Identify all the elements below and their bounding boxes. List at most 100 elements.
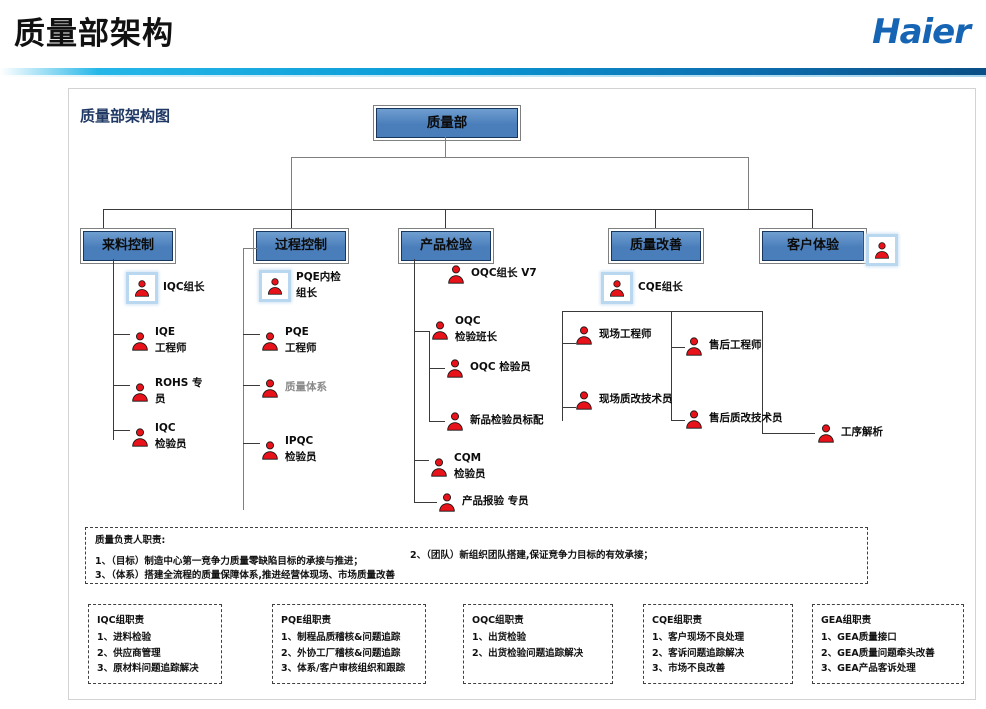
person-icon — [260, 331, 280, 351]
duty-box-oqc: OQC组职责 1、出货检验 2、出货检验问题追踪解决 — [463, 604, 613, 684]
person-iqe-engineer[interactable]: IQE 工程师 — [130, 325, 187, 357]
duty-item: 1、出货检验 — [472, 632, 527, 643]
connector-root-down — [445, 136, 446, 157]
person-new-product-inspector[interactable]: 新品检验员标配 — [445, 411, 544, 431]
person-label-line1: PQE — [285, 326, 309, 338]
org-box-product-inspection[interactable]: 产品检验 — [401, 231, 491, 261]
person-icon — [130, 427, 150, 447]
connector-tick-col2-a — [243, 334, 260, 335]
person-label: CQM 检验员 — [454, 451, 486, 483]
person-label-line1: IPQC — [285, 435, 314, 447]
duty-item: 1、客户现场不良处理 — [652, 632, 745, 643]
person-icon — [260, 378, 280, 398]
person-iqc-leader[interactable]: IQC组长 — [126, 272, 205, 304]
person-onsite-engineer[interactable]: 现场工程师 — [574, 325, 652, 345]
connector-col2-entry — [243, 248, 257, 249]
responsibility-title: 质量负责人职责: — [95, 535, 166, 546]
connector-spine-col4-right — [671, 311, 672, 421]
connector-tick-col3-a — [414, 331, 429, 332]
org-box-quality-improvement[interactable]: 质量改善 — [611, 231, 701, 261]
person-cqe-leader[interactable]: CQE组长 — [601, 272, 683, 304]
person-aftersales-quality-technician[interactable]: 售后质改技术员 — [684, 409, 783, 429]
person-label: 产品报验 专员 — [462, 495, 529, 508]
person-label: 质量体系 — [285, 381, 327, 394]
connector-spine-col4-far — [762, 311, 763, 433]
connector-bus-col4-far — [671, 311, 763, 312]
connector-spine-col3 — [414, 259, 415, 502]
person-cqm-inspector[interactable]: CQM 检验员 — [429, 451, 486, 483]
connector-spine-col1 — [113, 259, 114, 440]
person-icon — [260, 440, 280, 460]
person-icon — [259, 270, 291, 302]
connector-tick-col4-c — [671, 347, 685, 348]
person-ipqc-inspector[interactable]: IPQC 检验员 — [260, 434, 317, 466]
person-product-report-specialist[interactable]: 产品报验 专员 — [437, 492, 529, 512]
person-label: 售后质改技术员 — [709, 412, 783, 425]
duty-box-title: OQC组职责 — [472, 615, 524, 626]
duty-item: 3、市场不良改善 — [652, 663, 726, 675]
person-oqc-shift-leader[interactable]: OQC 检验班长 — [430, 314, 497, 346]
person-customer-experience-lead[interactable] — [866, 234, 898, 266]
duty-item: 1、进料检验 — [97, 632, 152, 643]
person-label: OQC组长 V7 — [471, 267, 537, 280]
person-label: 现场工程师 — [599, 328, 652, 341]
person-icon — [445, 358, 465, 378]
person-pqe-engineer[interactable]: PQE 工程师 — [260, 325, 317, 357]
connector-tick-col1-a — [113, 334, 130, 335]
duty-item: 2、外协工厂稽核&问题追踪 — [281, 647, 401, 659]
person-icon — [437, 492, 457, 512]
person-icon — [684, 336, 704, 356]
org-box-incoming-control[interactable]: 来料控制 — [83, 231, 173, 261]
person-label: PQE内检 组长 — [296, 270, 341, 302]
connector-drop-dept-1 — [103, 209, 104, 231]
person-iqc-inspector[interactable]: IQC 检验员 — [130, 421, 187, 453]
person-pqe-internal-leader[interactable]: PQE内检 组长 — [259, 270, 341, 302]
person-oqc-inspector[interactable]: OQC 检验员 — [445, 358, 531, 378]
duty-item: 1、制程品质稽核&问题追踪 — [281, 632, 401, 643]
connector-spine-col2 — [243, 248, 244, 510]
chart-panel — [68, 88, 976, 700]
person-label-line1: ROHS 专 — [155, 377, 203, 389]
person-label: IQC 检验员 — [155, 421, 187, 453]
duty-box-pqe: PQE组职责 1、制程品质稽核&问题追踪 2、外协工厂稽核&问题追踪 3、体系/… — [272, 604, 426, 684]
duty-box-cqe: CQE组职责 1、客户现场不良处理 2、客诉问题追踪解决 3、市场不良改善 — [643, 604, 793, 684]
responsibility-item-1: 1、（目标）制造中心第一竞争力质量零缺陷目标的承接与推进； — [95, 555, 363, 567]
person-label: OQC 检验班长 — [455, 314, 497, 346]
person-rohs-specialist[interactable]: ROHS 专 员 — [130, 376, 203, 408]
person-process-analysis[interactable]: 工序解析 — [816, 423, 883, 443]
responsibility-item-3: 3、（体系）搭建全流程的质量保障体系,推进经营体现场、市场质量改善 — [95, 570, 395, 582]
person-aftersales-engineer[interactable]: 售后工程师 — [684, 336, 762, 356]
duty-box-title: CQE组职责 — [652, 615, 703, 626]
duty-item: 3、GEA产品客诉处理 — [821, 663, 916, 675]
person-icon — [816, 423, 836, 443]
duty-item: 2、出货检验问题追踪解决 — [472, 647, 584, 659]
person-icon — [130, 382, 150, 402]
person-oqc-leader[interactable]: OQC组长 V7 — [446, 264, 537, 284]
connector-tick-col3-b — [414, 460, 429, 461]
connector-tick-col4-a — [562, 343, 576, 344]
connector-tick-col1-c — [113, 430, 130, 431]
person-quality-system[interactable]: 质量体系 — [260, 378, 327, 398]
connector-tick-col3-sub-b — [429, 421, 445, 422]
connector-tick-col3-sub-a — [429, 368, 445, 369]
person-label: 新品检验员标配 — [470, 414, 544, 427]
connector-bus-col4 — [562, 311, 672, 312]
person-label-line2: 检验员 — [155, 437, 187, 450]
org-box-customer-experience[interactable]: 客户体验 — [762, 231, 864, 261]
header-divider-secondary — [0, 75, 986, 77]
responsibility-box: 质量负责人职责: 1、（目标）制造中心第一竞争力质量零缺陷目标的承接与推进； 2… — [85, 527, 868, 584]
connector-tick-col2-b — [243, 385, 260, 386]
connector-drop-dept-3 — [445, 209, 446, 231]
connector-bus-upper — [291, 157, 748, 158]
duty-box-iqc: IQC组职责 1、进料检验 2、供应商管理 3、原材料问题追踪解决 — [88, 604, 222, 684]
duty-item: 1、GEA质量接口 — [821, 632, 897, 643]
person-icon — [445, 411, 465, 431]
connector-tick-col4-d — [671, 420, 685, 421]
connector-tick-col4-b — [562, 407, 576, 408]
org-box-process-control[interactable]: 过程控制 — [256, 231, 346, 261]
person-label: IQE 工程师 — [155, 325, 187, 357]
connector-tick-col1-b — [113, 385, 130, 386]
org-box-root[interactable]: 质量部 — [376, 108, 518, 138]
person-onsite-quality-technician[interactable]: 现场质改技术员 — [574, 390, 673, 410]
